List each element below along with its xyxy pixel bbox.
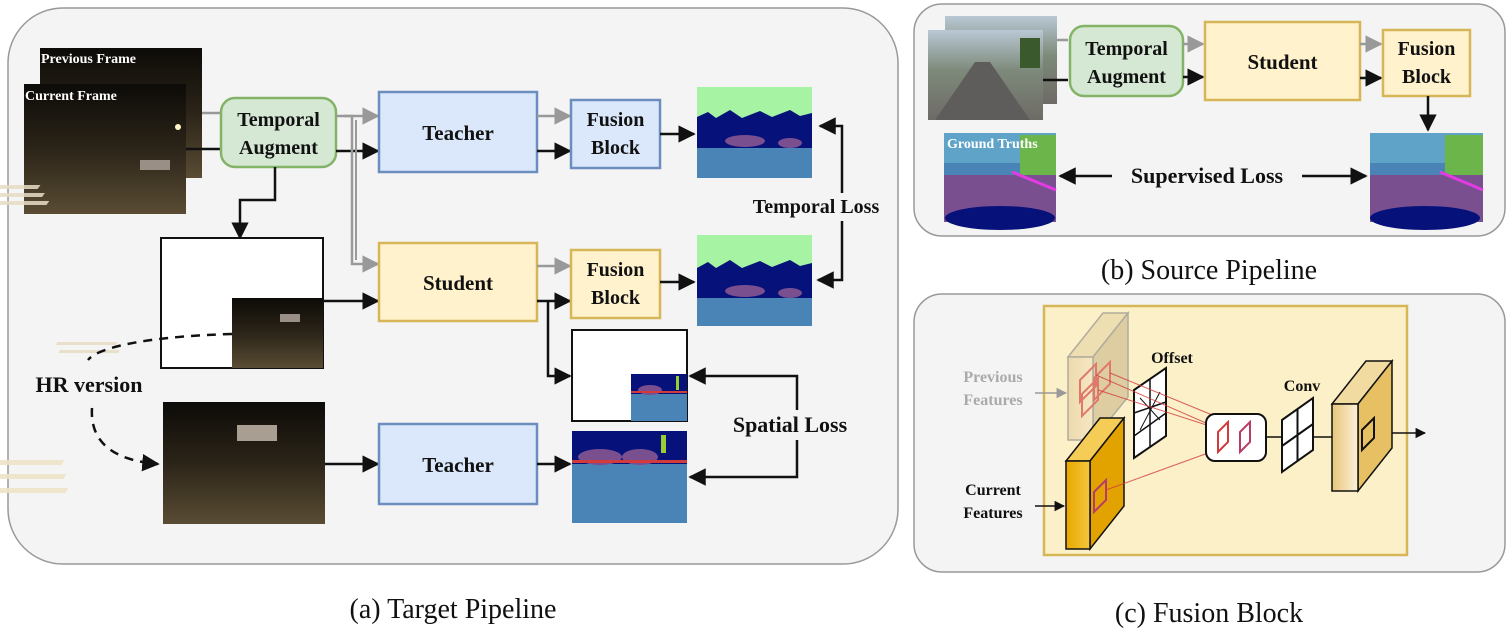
fusion-block-caption: (c) Fusion Block — [1115, 598, 1303, 629]
hr-version-label: HR version — [36, 372, 143, 397]
source-temporal-augment-box — [1068, 24, 1185, 98]
teacher-bottom-label: Teacher — [422, 453, 494, 477]
current-frame-label: Current Frame — [25, 89, 117, 104]
temporal-augment-line2: Augment — [239, 137, 318, 159]
current-frame-image — [0, 84, 186, 214]
deform-patch-a — [1217, 419, 1229, 455]
fused-features-tensor — [1330, 358, 1394, 494]
hr-frame-image — [0, 402, 325, 524]
hr-teacher-segmentation-map — [572, 431, 687, 523]
teacher-segmentation-map — [697, 87, 812, 178]
student-segmentation-map — [697, 235, 812, 326]
source-fusion-line2: Block — [1402, 66, 1452, 88]
offset-grid — [1133, 366, 1167, 460]
source-fusion-box — [1381, 28, 1472, 98]
source-temporal-augment-line2: Augment — [1087, 66, 1166, 88]
teacher-top-box — [377, 90, 539, 174]
source-pipeline-caption: (b) Source Pipeline — [1101, 255, 1317, 286]
augment-to-crop-arrow — [231, 167, 277, 240]
spatial-loss-label: Spatial Loss — [733, 412, 848, 437]
source-student-box — [1203, 20, 1362, 102]
teacher-top-label: Teacher — [422, 121, 494, 145]
deform-patch-b — [1239, 419, 1251, 455]
source-ground-truth-map — [944, 133, 1057, 230]
fusion-top-line2: Block — [591, 137, 641, 159]
deformable-sample-node — [1205, 413, 1267, 462]
previous-features-line1: Previous — [963, 369, 1022, 386]
current-features-line1: Current — [965, 482, 1021, 499]
spatial-loss-bg — [716, 410, 864, 440]
temporal-loss-bg — [740, 193, 892, 221]
hr-dashed-top — [87, 332, 233, 361]
previous-frame-label: Previous Frame — [41, 52, 136, 67]
source-student-label: Student — [1247, 50, 1317, 74]
temporal-loss-label: Temporal Loss — [753, 196, 880, 218]
previous-features-line2: Features — [963, 392, 1022, 409]
conv-grid — [1281, 396, 1314, 474]
source-prediction-map — [1370, 133, 1484, 230]
offset-label: Offset — [1151, 350, 1193, 367]
fusion-mid-line1: Fusion — [587, 259, 645, 281]
cropped-student-prediction — [571, 329, 688, 422]
student-to-crop-pred-arrow — [546, 301, 572, 385]
fusion-mid-line2: Block — [591, 287, 641, 309]
current-features-line2: Features — [963, 505, 1022, 522]
cropped-frame — [55, 237, 324, 369]
hr-dashed-bottom — [90, 407, 160, 472]
fusion-top-line1: Fusion — [587, 109, 645, 131]
source-fusion-line1: Fusion — [1398, 38, 1456, 60]
current-features-tensor — [1064, 415, 1126, 552]
student-box — [377, 241, 539, 323]
fusion-mid-box — [569, 248, 662, 320]
temporal-augment-line1: Temporal — [237, 109, 320, 131]
previous-features-tensor — [1066, 310, 1130, 443]
supervised-loss-label: Supervised Loss — [1131, 163, 1284, 188]
source-frames-image — [928, 16, 1057, 120]
conv-label: Conv — [1284, 378, 1320, 395]
teacher-bottom-box — [377, 422, 539, 506]
student-label: Student — [423, 271, 493, 295]
target-pipeline-caption: (a) Target Pipeline — [350, 594, 557, 625]
source-temporal-augment-line1: Temporal — [1085, 38, 1168, 60]
temporal-augment-box — [219, 96, 338, 169]
augment-to-student-prev-arrow — [344, 114, 380, 273]
ground-truths-label: Ground Truths — [947, 137, 1038, 152]
supervised-loss-bg — [1112, 162, 1302, 190]
